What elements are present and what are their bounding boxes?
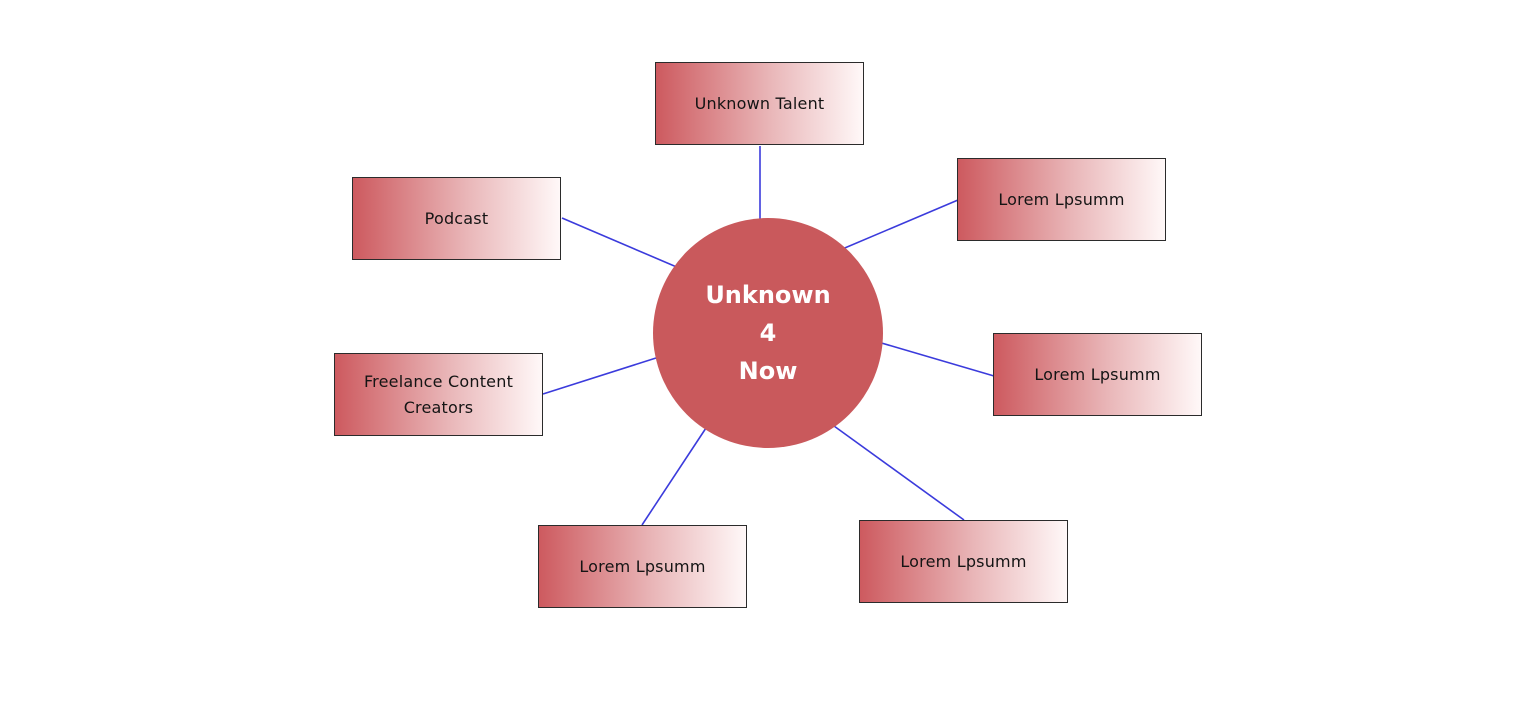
hub-title-line-2: 4 bbox=[759, 319, 777, 347]
node-label: Podcast bbox=[424, 208, 489, 228]
node-label: Lorem Lpsumm bbox=[1034, 364, 1161, 384]
connector-top-right bbox=[839, 199, 959, 251]
node-label: Lorem Lpsumm bbox=[579, 556, 706, 576]
central-hub-circle: Unknown 4 Now bbox=[653, 218, 883, 448]
connector-right bbox=[877, 341, 995, 377]
node-label: Unknown Talent bbox=[694, 93, 825, 113]
hub-title-line-3: Now bbox=[738, 357, 798, 385]
node-freelance-content-creators: Freelance Content Creators bbox=[334, 353, 543, 436]
node-bottom-left: Lorem Lpsumm bbox=[538, 525, 747, 608]
connector-bottom-left bbox=[641, 427, 707, 526]
node-label: Lorem Lpsumm bbox=[900, 551, 1027, 571]
connector-podcast bbox=[561, 217, 680, 269]
node-unknown-talent: Unknown Talent bbox=[655, 62, 864, 145]
node-right: Lorem Lpsumm bbox=[993, 333, 1202, 416]
connector-freelance bbox=[542, 357, 657, 395]
node-top-right: Lorem Lpsumm bbox=[957, 158, 1166, 241]
hub-title-line-1: Unknown bbox=[705, 281, 831, 309]
node-label: Freelance Content Creators bbox=[363, 371, 514, 417]
node-bottom-right: Lorem Lpsumm bbox=[859, 520, 1068, 603]
node-label: Lorem Lpsumm bbox=[998, 189, 1125, 209]
node-podcast: Podcast bbox=[352, 177, 561, 260]
connector-bottom-right bbox=[833, 425, 965, 521]
